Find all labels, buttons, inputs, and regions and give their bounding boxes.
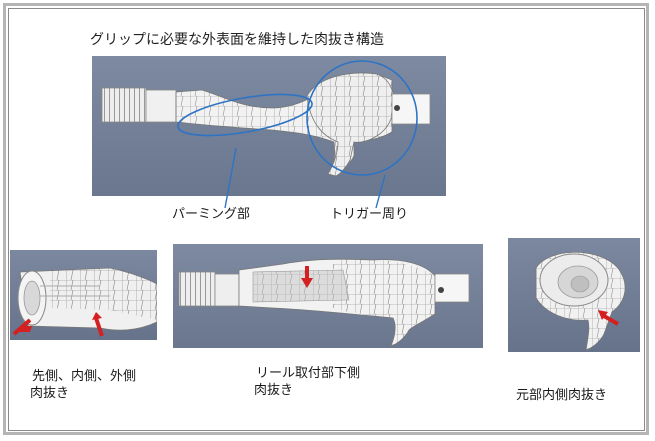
middle-render-panel bbox=[173, 244, 483, 348]
caption-left-line1: 先側、内側、外側 bbox=[32, 369, 137, 384]
grip-render-top bbox=[101, 60, 431, 177]
callout-trigger: トリガー周り bbox=[330, 207, 409, 222]
main-render-panel bbox=[92, 56, 446, 196]
callout-palming: パーミング部 bbox=[172, 207, 251, 222]
caption-right: 元部内側肉抜き bbox=[516, 388, 608, 403]
grip-render-right bbox=[535, 251, 626, 351]
diagram-title: グリップに必要な外表面を維持した肉抜き構造 bbox=[90, 32, 384, 48]
right-render-panel bbox=[508, 238, 640, 352]
inner-frame bbox=[8, 8, 645, 431]
grip-render-left bbox=[12, 267, 157, 337]
caption-middle-line1: リール取付部下側 bbox=[256, 366, 361, 381]
grip-render-middle bbox=[178, 258, 470, 347]
caption-middle-line2: 肉抜き bbox=[254, 383, 294, 398]
left-render-panel bbox=[10, 250, 157, 340]
caption-left-line2: 肉抜き bbox=[30, 386, 70, 401]
